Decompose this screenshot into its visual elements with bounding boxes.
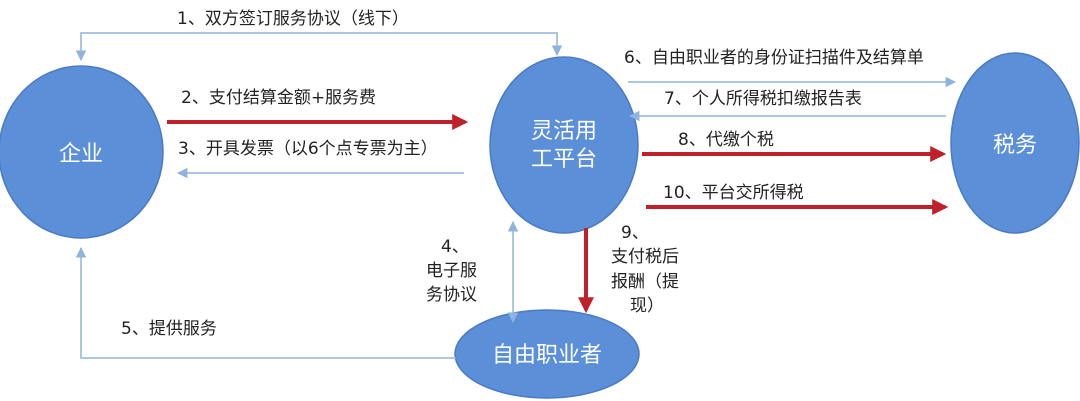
edge-9-label-line3: 报酬（提 [611, 272, 679, 292]
edge-9-label-line4: 现） [630, 296, 664, 316]
edge-5-arrow [75, 246, 456, 359]
edge-4-label-line2: 电子服 [426, 261, 477, 281]
edge-9-label-line1: 9、 [621, 223, 649, 243]
platform-node [489, 56, 639, 234]
tax-label: 税务 [993, 133, 1037, 158]
tax-node [950, 52, 1080, 234]
edge-1-label: 1、双方签订服务协议（线下） [177, 9, 409, 29]
enterprise-label: 企业 [59, 142, 103, 167]
edge-3-label: 3、开具发票（以6个点专票为主） [178, 139, 438, 159]
edge-4-label-line1: 4、 [441, 237, 469, 257]
edge-10-label: 10、平台交所得税 [663, 183, 804, 203]
platform-label-line2: 工平台 [531, 147, 597, 172]
enterprise-node [0, 65, 164, 239]
freelancer-label: 自由职业者 [492, 343, 602, 368]
edge-5-label: 5、提供服务 [121, 319, 217, 339]
platform-label-line1: 灵活用 [531, 119, 597, 144]
edge-6-label: 6、自由职业者的身份证扫描件及结算单 [624, 48, 924, 68]
edge-2-label: 2、支付结算金额+服务费 [181, 88, 376, 108]
edge-8-label: 8、代缴个税 [678, 130, 774, 150]
edge-4-label-line3: 务协议 [426, 285, 477, 305]
freelancer-node [454, 309, 640, 399]
edge-1-arrow [75, 32, 563, 62]
edge-7-label: 7、个人所得税扣缴报告表 [664, 89, 862, 109]
edge-9-label-line2: 支付税后 [611, 247, 679, 267]
